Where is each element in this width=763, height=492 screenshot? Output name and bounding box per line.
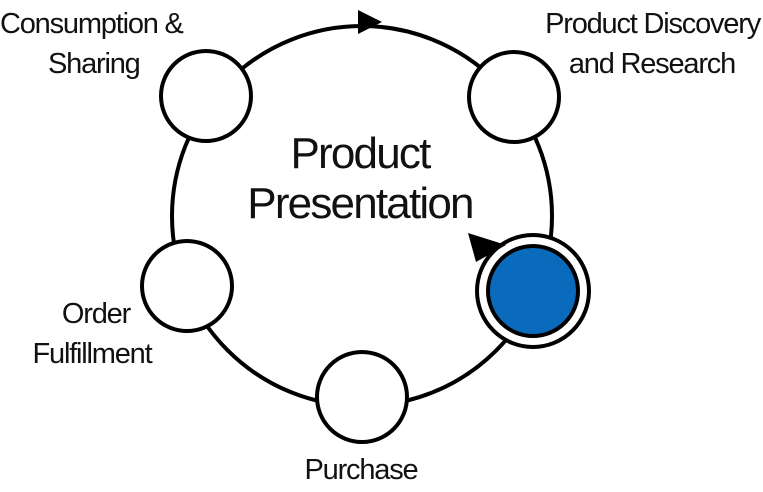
triangle-right-icon <box>358 10 382 34</box>
center-title-line2: Presentation <box>247 179 472 228</box>
label-consumption-line1: Consumption & <box>0 8 184 40</box>
label-consumption-line2: Sharing <box>48 48 140 80</box>
stage-node-purchase[interactable] <box>315 350 409 444</box>
center-title-line1: Product <box>290 129 431 178</box>
stage-node-presentation[interactable] <box>486 244 580 338</box>
label-purchase: Purchase <box>305 454 418 486</box>
stage-node-consumption[interactable] <box>159 49 253 143</box>
label-discovery-line2: and Research <box>569 48 735 80</box>
label-fulfillment-line1: Order <box>62 298 132 330</box>
label-fulfillment-line2: Fulfillment <box>33 338 153 370</box>
stage-node-discovery[interactable] <box>467 50 561 144</box>
triangle-pointer-icon <box>468 233 506 262</box>
stage-node-fulfillment[interactable] <box>140 239 234 333</box>
label-discovery-line1: Product Discovery <box>545 8 762 40</box>
